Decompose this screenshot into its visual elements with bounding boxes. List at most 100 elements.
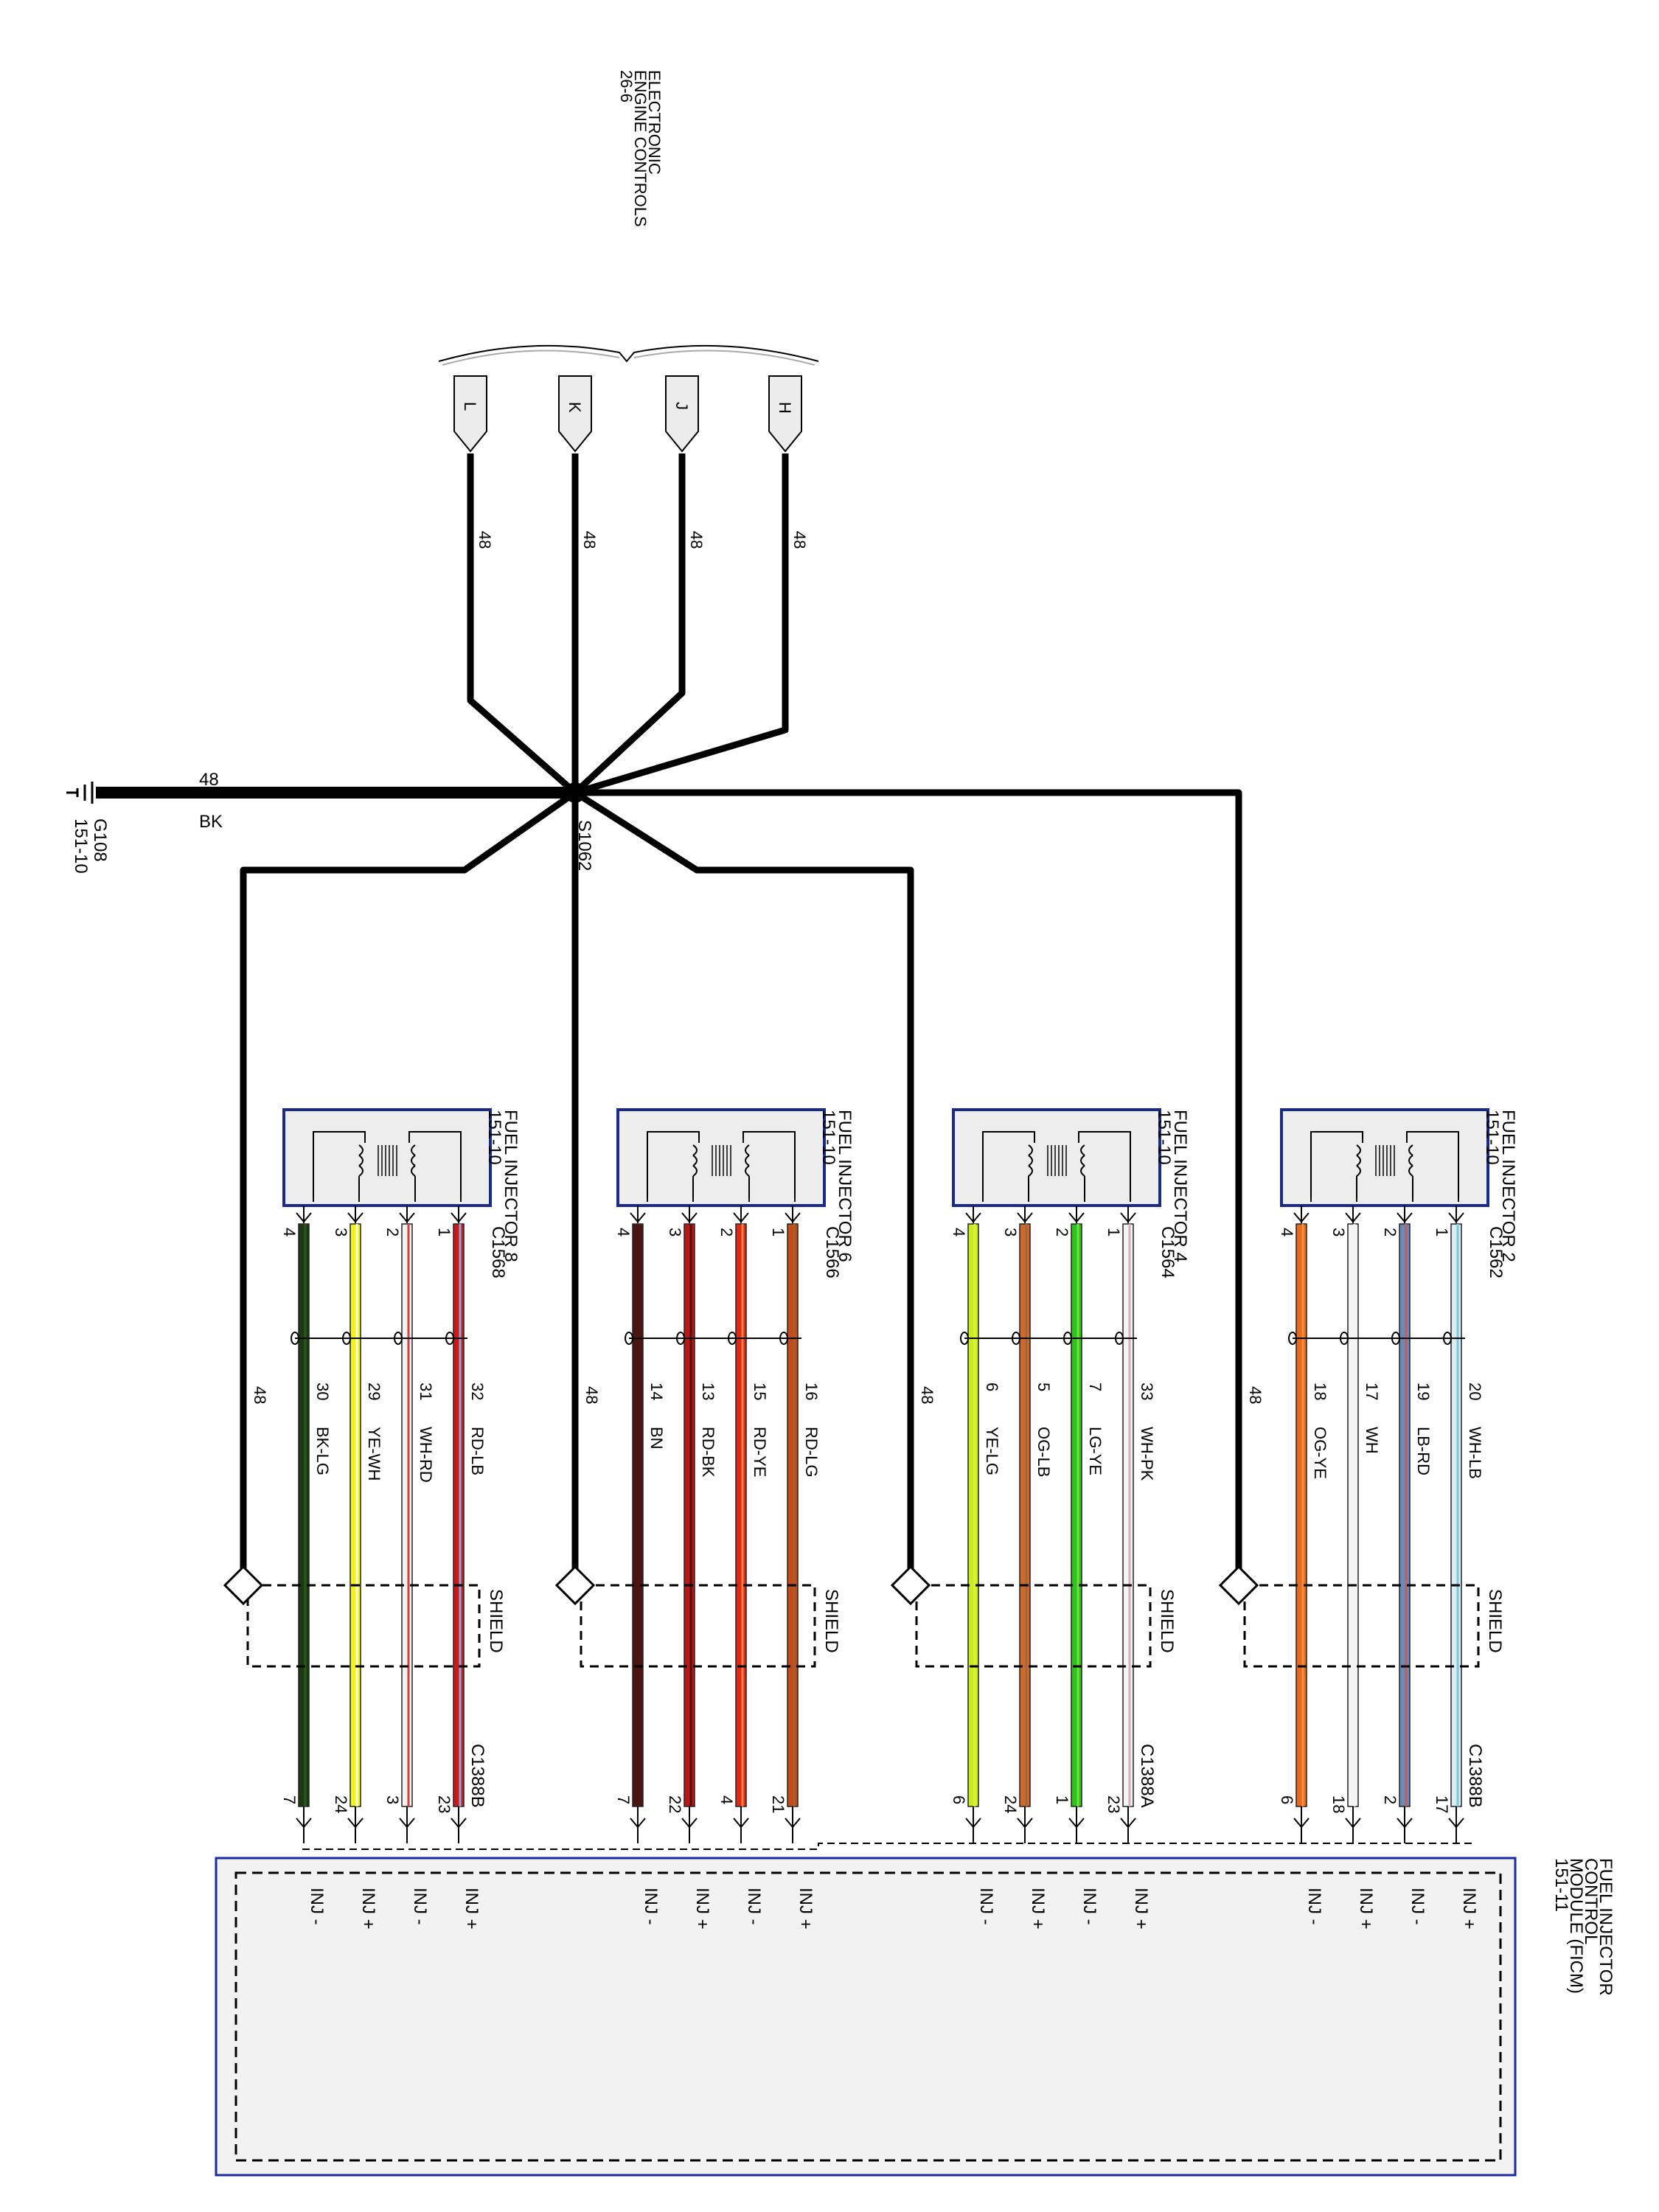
wire-to-injector-2 — [575, 789, 1242, 1585]
pcm-pin-j: J48 — [665, 375, 706, 549]
fuel-injector-6: FUEL INJECTOR 6151-10C1566414BN7313RD-BK… — [554, 1108, 855, 1843]
connector-terminal-icon — [1293, 1206, 1310, 1223]
connector-bracket-shadow — [442, 349, 815, 366]
ficm-signal-label: INJ - — [410, 1888, 430, 1925]
ficm-pin: 17 — [1433, 1795, 1451, 1813]
ficm-pin: 6 — [1278, 1795, 1296, 1804]
injector-title: FUEL INJECTOR 4151-10 — [1154, 1110, 1190, 1262]
ground-circuit: 48 — [199, 770, 219, 790]
wire-color-code: RD-BK — [699, 1427, 717, 1478]
ficm-terminal-icon — [399, 1806, 415, 1843]
wire-circuit-number: 7 — [1086, 1382, 1105, 1391]
wire-circuit-number: 6 — [983, 1382, 1001, 1391]
pcm-pin-l: L48 — [453, 375, 494, 549]
ficm-pin: 24 — [332, 1795, 350, 1813]
fuel-injector-8: FUEL INJECTOR 8151-10C1568430BK-LG7329YE… — [223, 1108, 521, 1843]
ficm-signal-label: INJ - — [744, 1888, 764, 1925]
injector-pin: 4 — [614, 1228, 633, 1237]
ficm-terminal-icon — [630, 1806, 646, 1843]
wire-circuit-number: 19 — [1414, 1382, 1433, 1400]
wire-circuit-number: 33 — [1138, 1382, 1156, 1400]
ficm-terminal-icon — [1120, 1806, 1136, 1843]
pcm-pin-h: H48 — [768, 375, 809, 549]
ficm-pin: 22 — [666, 1795, 684, 1813]
wire-color-code: RD-YE — [751, 1427, 769, 1477]
ficm-signal-label: INJ + — [1356, 1888, 1376, 1930]
shield-label: SHIELD — [1485, 1589, 1505, 1653]
ficm-pin: 7 — [614, 1795, 633, 1804]
injector-connector: C1562 — [1486, 1226, 1506, 1279]
ficm-signal-label: INJ + — [796, 1888, 815, 1930]
injector-pin: 3 — [332, 1228, 350, 1237]
pcm-pin-label: K — [566, 402, 584, 413]
injector-pin: 2 — [383, 1228, 402, 1237]
ficm-pin: 18 — [1329, 1795, 1348, 1813]
ficm-harness-dash — [302, 1843, 1475, 1850]
shield-label: SHIELD — [821, 1589, 841, 1653]
injector-pin: 2 — [1381, 1228, 1399, 1237]
injector-connector: C1566 — [822, 1226, 842, 1279]
shield-label: SHIELD — [1157, 1589, 1177, 1653]
connector-terminal-icon — [1397, 1206, 1413, 1223]
coil-icon — [1310, 1131, 1459, 1202]
coil-icon — [647, 1131, 796, 1202]
wire-to-injector-8 — [240, 790, 577, 1585]
injector-body — [1280, 1108, 1489, 1207]
wire-color-code: RD-LG — [802, 1427, 821, 1477]
ficm-pin: 21 — [769, 1795, 787, 1813]
wire-pin-h — [574, 453, 789, 796]
injector-body — [616, 1108, 826, 1207]
wire-circuit-number: 30 — [313, 1382, 332, 1400]
wire-pin-j — [572, 453, 686, 796]
connector-terminal-icon — [347, 1206, 364, 1223]
shield-outline — [580, 1584, 816, 1668]
connector-terminal-icon — [399, 1206, 415, 1223]
connector-terminal-icon — [681, 1206, 698, 1223]
injector-title: FUEL INJECTOR 8151-10 — [484, 1110, 521, 1262]
ficm-connector: C1388B — [1465, 1744, 1485, 1808]
wire-to-injector-4 — [573, 790, 914, 1585]
ficm-pin: 3 — [383, 1795, 402, 1804]
connector-terminal-icon — [965, 1206, 981, 1223]
ficm-pin: 24 — [1001, 1795, 1020, 1813]
ground-trunk-wires — [240, 453, 1242, 1585]
injector-pin: 3 — [666, 1228, 684, 1237]
ficm-connector: C1388B — [467, 1744, 487, 1808]
injector-connector: C1564 — [1158, 1226, 1178, 1279]
ficm-signal-label: INJ + — [692, 1888, 712, 1930]
wire-color-code: OG-LB — [1034, 1427, 1053, 1477]
wire-circuit-number: 29 — [365, 1382, 383, 1400]
ficm-terminal-icon — [965, 1806, 981, 1843]
injector-pin: 4 — [1278, 1228, 1296, 1237]
ficm-terminal-icon — [1345, 1806, 1361, 1843]
injector-connector: C1568 — [488, 1226, 508, 1279]
wire-circuit-number: 14 — [647, 1382, 666, 1400]
ficm-terminal-icon — [347, 1806, 364, 1843]
wire-circuit-number: 18 — [1311, 1382, 1329, 1400]
ficm-terminal-icon — [1293, 1806, 1310, 1843]
injector-pin: 4 — [950, 1228, 968, 1237]
shield-outline — [1243, 1584, 1480, 1668]
ficm-pin: 7 — [280, 1795, 299, 1804]
connector-terminal-icon — [1120, 1206, 1136, 1223]
shield-drain-icon — [554, 1565, 596, 1606]
wire-circuit-number: 32 — [468, 1382, 487, 1400]
ficm-pin: 4 — [717, 1795, 736, 1804]
wire-color-code: WH — [1363, 1427, 1381, 1454]
injector-pin: 1 — [435, 1228, 453, 1237]
connector-terminal-icon — [1017, 1206, 1033, 1223]
coil-icon — [982, 1131, 1131, 1202]
wire-circuit-number: 15 — [751, 1382, 769, 1400]
connector-terminal-icon — [630, 1206, 646, 1223]
injector-pin: 3 — [1001, 1228, 1020, 1237]
ficm-signal-label: INJ - — [1304, 1888, 1324, 1925]
